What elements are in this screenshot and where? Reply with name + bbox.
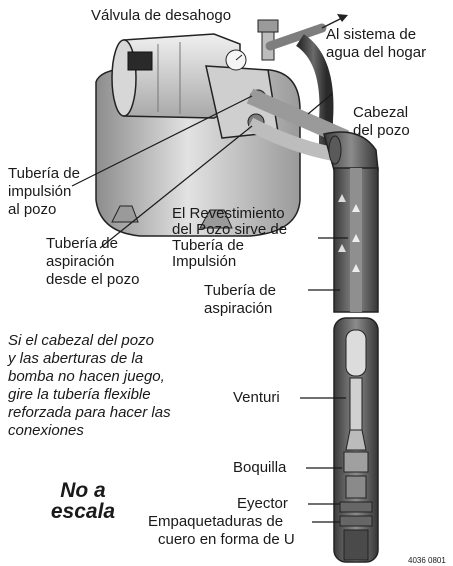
not-to-scale-note: No a escala bbox=[50, 479, 116, 523]
label-relief-valve: Válvula de desahogo bbox=[91, 7, 232, 24]
label-pressure-pipe: Tubería de impulsión al pozo bbox=[8, 165, 80, 218]
label-leather-packers: Empaquetaduras de cuero en forma de U bbox=[148, 513, 295, 548]
figure-code: 4036 0801 bbox=[408, 556, 446, 565]
label-suction-pipe: Tubería de aspiración bbox=[204, 282, 276, 317]
ejector-assembly bbox=[333, 317, 379, 563]
label-to-house-system: Al sistema de agua del hogar bbox=[326, 26, 427, 61]
label-well-head: Cabezal del pozo bbox=[353, 104, 410, 139]
well-head bbox=[246, 88, 379, 171]
installation-note: Si el cabezal del pozo y las aberturas d… bbox=[8, 332, 171, 439]
label-well-casing: El Revestimiento del Pozo sirve de Tuber… bbox=[172, 205, 288, 270]
label-venturi: Venturi bbox=[233, 389, 280, 406]
flexible-hose bbox=[295, 34, 334, 152]
leader-lines bbox=[71, 93, 348, 523]
label-nozzle: Boquilla bbox=[233, 459, 287, 476]
label-suction-from-well: Tubería de aspiración desde el pozo bbox=[46, 235, 140, 288]
well-casing bbox=[333, 167, 379, 313]
pump-motor bbox=[111, 33, 241, 119]
label-ejector: Eyector bbox=[237, 495, 288, 512]
relief-valve-assembly bbox=[257, 14, 348, 61]
